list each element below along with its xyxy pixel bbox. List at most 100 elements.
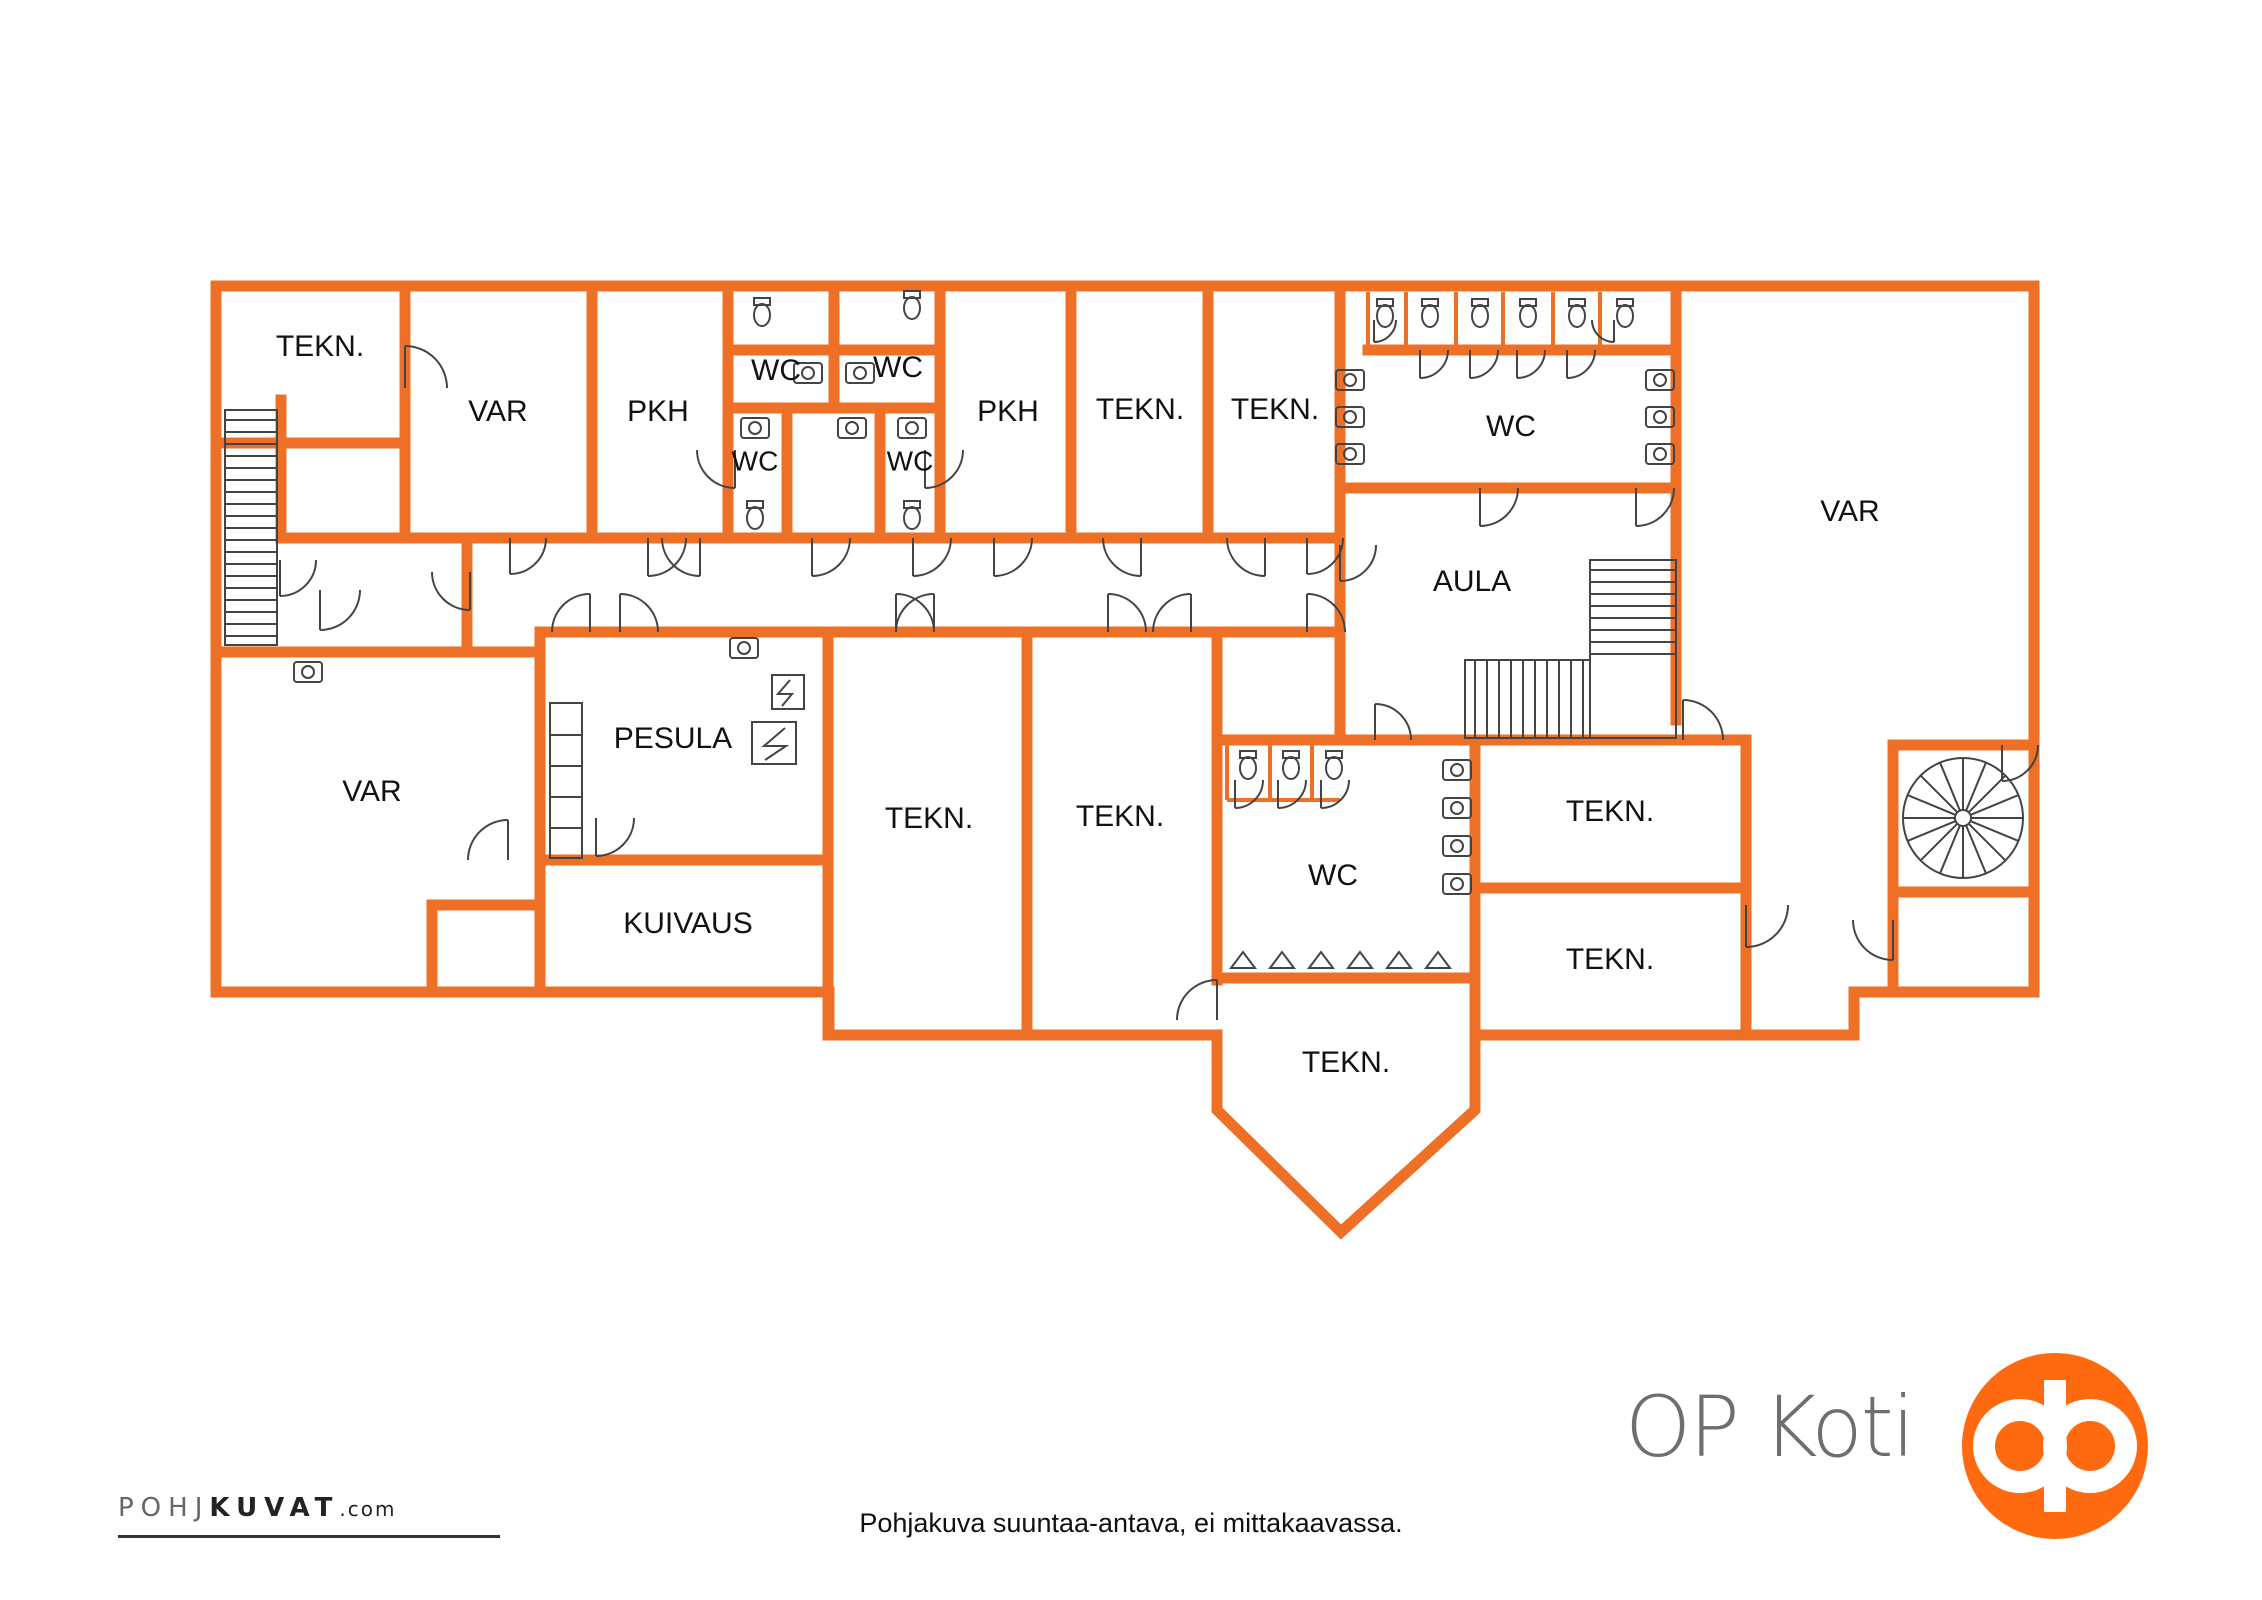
sink-icon <box>1450 839 1464 853</box>
room-label-kuivaus: KUIVAUS <box>623 907 752 940</box>
sink-icon <box>1343 373 1357 387</box>
door-icon <box>1374 703 1412 741</box>
door-icon <box>647 537 687 577</box>
door-icon <box>1176 979 1218 1021</box>
door-icon <box>1479 487 1519 527</box>
sink-icon <box>748 421 762 435</box>
urinal-icon <box>1229 950 1257 969</box>
spiral-step <box>1967 822 2007 862</box>
room-label-pkh: PKH <box>977 395 1039 428</box>
toilet-icon <box>1325 756 1343 780</box>
door-icon <box>912 537 952 577</box>
room-label-tekn: TEKN. <box>885 802 973 835</box>
toilet-icon <box>1616 304 1634 328</box>
sink-icon <box>1450 801 1464 815</box>
door-icon <box>509 537 547 575</box>
room-label-wc: WC <box>732 445 779 476</box>
room-label-tekn: TEKN. <box>1566 943 1654 976</box>
spiral-step <box>1907 794 1956 816</box>
urinal-icon <box>1346 950 1374 969</box>
plan-caption: Pohjakuva suuntaa-antava, ei mittakaavas… <box>859 1508 1403 1538</box>
door-icon <box>993 537 1033 577</box>
sink-icon <box>1442 759 1472 781</box>
room-label-var: VAR <box>468 395 527 428</box>
sink-icon <box>1335 443 1365 465</box>
sink-icon <box>1335 406 1365 428</box>
sink-icon <box>793 362 823 384</box>
toilet-icon <box>746 506 764 530</box>
toilet-icon <box>1421 304 1439 328</box>
door-icon <box>1277 779 1307 809</box>
door-icon <box>1306 593 1346 633</box>
sink-icon <box>1653 373 1667 387</box>
door-icon <box>467 819 509 861</box>
room-label-tekn: TEKN. <box>1566 795 1654 828</box>
room-label-tekn: TEKN. <box>276 330 364 363</box>
doors <box>279 319 2039 1021</box>
spiral-step <box>1967 774 2007 814</box>
toilet-icon <box>1519 304 1537 328</box>
door-icon <box>1419 349 1449 379</box>
room-label-aula: AULA <box>1433 565 1511 598</box>
sink-icon <box>1343 410 1357 424</box>
spiral-step <box>1939 762 1961 811</box>
door-icon <box>279 559 317 597</box>
door-icon <box>895 593 935 633</box>
watermark-part: POHJ <box>118 1493 210 1523</box>
door-icon <box>619 593 659 633</box>
door-icon <box>1107 593 1147 633</box>
room-label-var: VAR <box>1820 495 1879 528</box>
counter-icon <box>549 702 583 859</box>
door-icon <box>1320 779 1350 809</box>
room-label-tekn: TEKN. <box>1096 393 1184 426</box>
spiral-step <box>1970 794 2019 816</box>
toilet-icon <box>1376 304 1394 328</box>
toilet-icon <box>1471 304 1489 328</box>
spiral-step <box>1939 825 1961 874</box>
op-koti-logo-text: OP Koti <box>1625 1378 1915 1476</box>
sink-icon <box>897 417 927 439</box>
door-icon <box>1306 537 1344 575</box>
toilet-icon <box>1282 756 1300 780</box>
toilet-icon <box>1568 304 1586 328</box>
door-icon <box>1373 319 1397 343</box>
door-icon <box>431 571 471 611</box>
door-icon <box>1102 537 1142 577</box>
sink-icon <box>1645 369 1675 391</box>
spiral-step <box>1965 762 1987 811</box>
sink-icon <box>293 661 323 683</box>
door-icon <box>1591 319 1615 343</box>
room-label-wc: WC <box>887 445 934 476</box>
room-label-tekn: TEKN. <box>1302 1046 1390 1079</box>
sink-icon <box>853 366 867 380</box>
door-icon <box>551 593 591 633</box>
room-label-wc: WC <box>751 354 801 387</box>
door-icon <box>1682 699 1724 741</box>
door-icon <box>1635 487 1675 527</box>
door-icon <box>661 537 701 577</box>
room-label-tekn: TEKN. <box>1076 800 1164 833</box>
electric-panel-icon <box>751 721 797 765</box>
door-icon <box>811 537 851 577</box>
pohjakuvat-watermark: POHJKUVAT.com <box>118 1493 396 1523</box>
door-icon <box>696 449 736 489</box>
room-label-tekn: TEKN. <box>1231 393 1319 426</box>
electric-panel-icon <box>761 727 790 761</box>
door-icon <box>1745 904 1789 948</box>
spiral-stair-icon <box>1902 757 2024 879</box>
door-icon <box>1566 349 1596 379</box>
urinal-icon <box>1307 950 1335 969</box>
urinal-icon <box>1268 950 1296 969</box>
sink-icon <box>1442 797 1472 819</box>
door-icon <box>404 345 448 389</box>
toilet-icon <box>903 506 921 530</box>
sink-icon <box>801 366 815 380</box>
room-label-wc: WC <box>1308 859 1358 892</box>
sink-icon <box>740 417 770 439</box>
sink-icon <box>737 641 751 655</box>
door-icon <box>1226 537 1266 577</box>
sink-icon <box>1653 410 1667 424</box>
spiral-step <box>1919 822 1959 862</box>
door-icon <box>1339 544 1377 582</box>
